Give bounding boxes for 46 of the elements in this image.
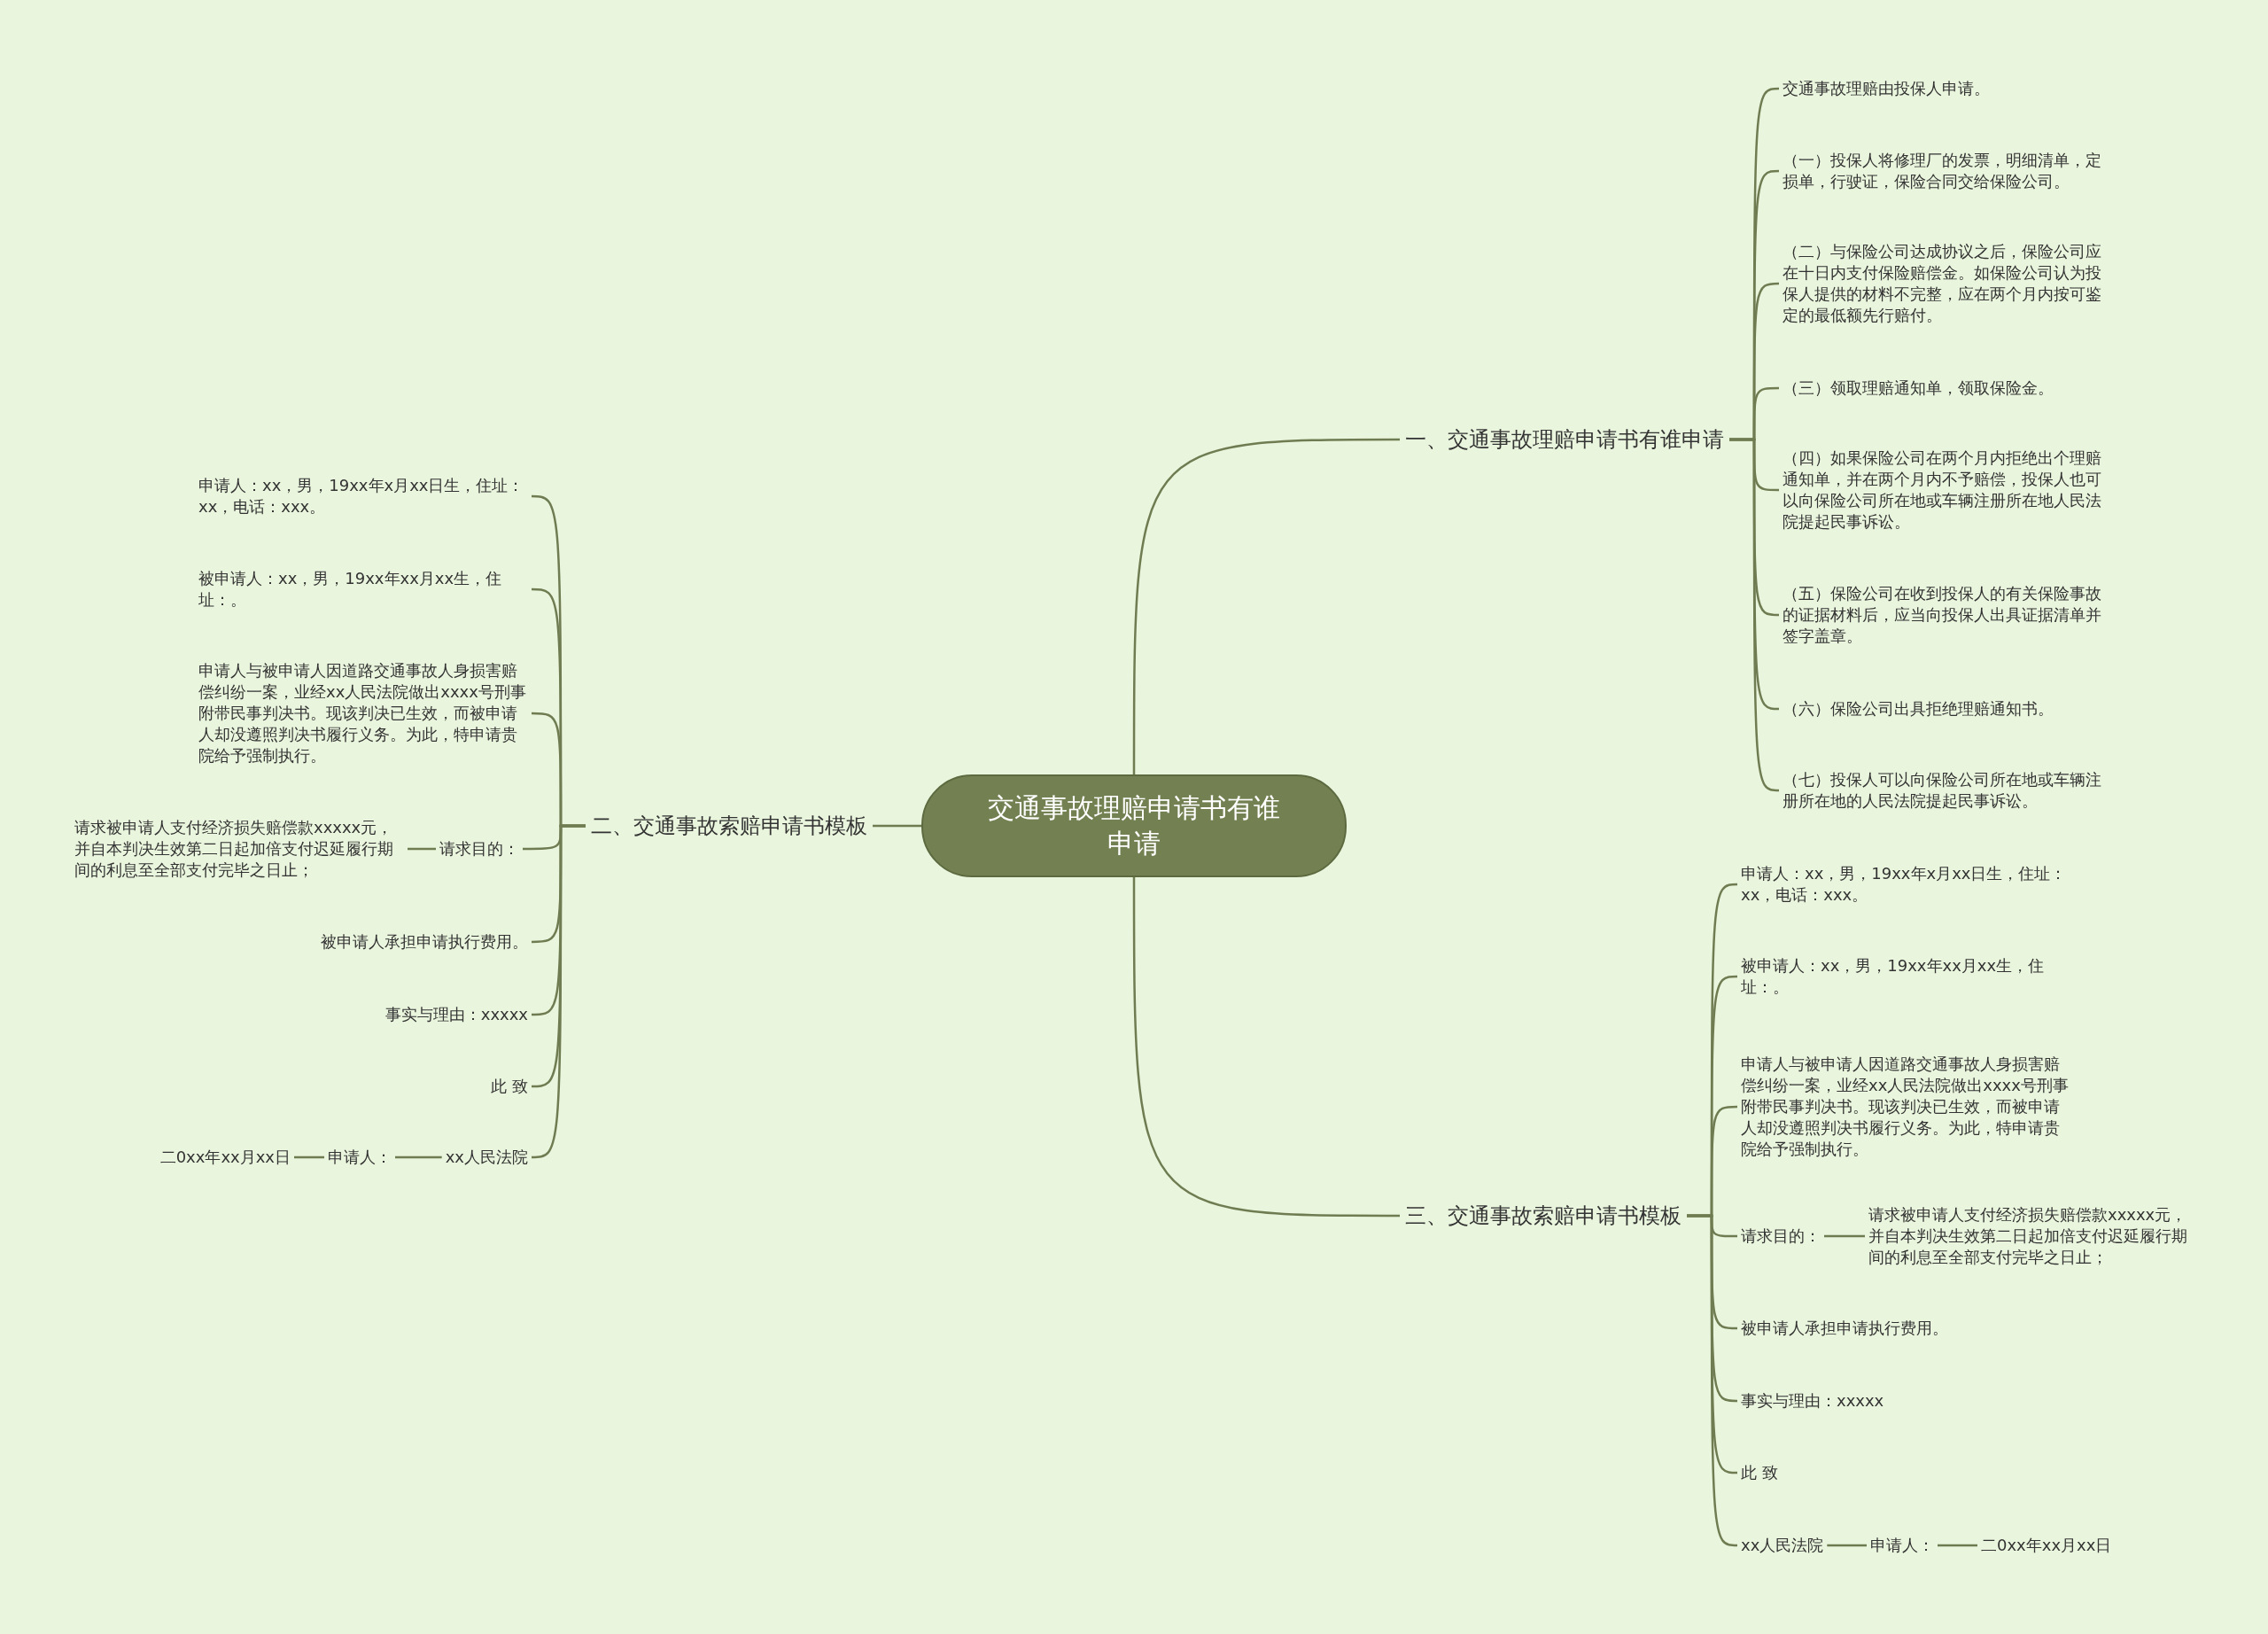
topic-text: 二0xx年xx月xx日: [156, 1145, 294, 1170]
topic-text: 此 致: [1737, 1460, 1782, 1485]
branch-topic: 一、交通事故理赔申请书有谁申请: [1400, 422, 1729, 457]
topic-text: （六）保险公司出具拒绝理赔通知书。: [1779, 696, 2057, 721]
topic-text: 申请人：: [1867, 1533, 1938, 1558]
topic-text: （二）与保险公司达成协议之后，保险公司应在十日内支付保险赔偿金。如保险公司认为投保人提供的材料不完整，应在两个月内按可鉴定的最低额先行赔付。: [1779, 239, 2116, 328]
topic-text: 事实与理由：xxxxx: [1737, 1389, 1888, 1413]
topic-text: 被申请人：xx，男，19xx年xx月xx生，住址：。: [195, 566, 532, 612]
topic-text: 事实与理由：xxxxx: [381, 1002, 532, 1027]
connector-line: [395, 1155, 442, 1159]
connector-line: [294, 1155, 324, 1159]
topic-text: （四）如果保险公司在两个月内拒绝出个理赔通知单，并在两个月内不予赔偿，投保人也可以向保险公司所在地或车辆注册所在地人民法院提起民事诉讼。: [1779, 446, 2116, 534]
topic-text: （七）投保人可以向保险公司所在地或车辆注册所在地的人民法院提起民事诉讼。: [1779, 767, 2116, 813]
topic-text: 交通事故理赔由投保人申请。: [1779, 76, 1993, 101]
connector-line: [531, 824, 586, 1159]
topic-text: xx人民法院: [441, 1145, 532, 1170]
topic-text: 被申请人承担申请执行费用。: [317, 930, 532, 954]
topic-text: （一）投保人将修理厂的发票，明细清单，定损单，行驶证，保险合同交给保险公司。: [1779, 148, 2116, 194]
topic-text: 申请人与被申请人因道路交通事故人身损害赔偿纠纷一案，业经xx人民法院做出xxxx号刑事附带民事判决书。现该判决已生效，而被申请人却没遵照判决书履行义务。为此，特申请贵院给予强制执行。: [1737, 1052, 2074, 1162]
topic-text: 请求目的：: [436, 836, 523, 861]
connector-line: [1938, 1544, 1977, 1547]
topic-text: 请求被申请人支付经济损失赔偿款xxxxx元，并自本判决生效第二日起加倍支付迟延履行期间的利息至全部支付完毕之日止；: [71, 815, 408, 883]
branch-topic: 三、交通事故索赔申请书模板: [1400, 1198, 1687, 1233]
topic-text: xx人民法院: [1737, 1533, 1828, 1558]
topic-text: （三）领取理赔通知单，领取保险金。: [1779, 376, 2057, 401]
topic-text: 二0xx年xx月xx日: [1977, 1533, 2116, 1558]
topic-text: 申请人：xx，男，19xx年x月xx日生，住址：xx，电话：xxx。: [195, 473, 532, 519]
topic-text: 被申请人承担申请执行费用。: [1737, 1316, 1952, 1341]
topic-text: 请求目的：: [1737, 1224, 1824, 1249]
connector-line: [873, 824, 921, 828]
topic-text: 申请人：: [324, 1145, 395, 1170]
connector-line: [1729, 438, 1780, 792]
topic-text: 申请人与被申请人因道路交通事故人身损害赔偿纠纷一案，业经xx人民法院做出xxxx号刑事附带民事判决书。现该判决已生效，而被申请人却没遵照判决书履行义务。为此，特申请贵院给予强制执行。: [195, 658, 532, 768]
branch-topic: 二、交通事故索赔申请书模板: [586, 808, 873, 844]
central-topic: 交通事故理赔申请书有谁申请: [921, 774, 1347, 877]
topic-text: （五）保险公司在收到投保人的有关保险事故的证据材料后，应当向投保人出具证据清单并签字盖章。: [1779, 581, 2116, 649]
topic-text: 此 致: [487, 1074, 532, 1099]
topic-text: 申请人：xx，男，19xx年x月xx日生，住址：xx，电话：xxx。: [1737, 861, 2074, 907]
connector-line: [1687, 1214, 1738, 1547]
topic-text: 请求被申请人支付经济损失赔偿款xxxxx元，并自本判决生效第二日起加倍支付迟延履行期间的利息至全部支付完毕之日止；: [1865, 1202, 2202, 1270]
connector-line: [1827, 1544, 1867, 1547]
connector-line: [1824, 1234, 1865, 1238]
topic-text: 被申请人：xx，男，19xx年xx月xx生，住址：。: [1737, 953, 2074, 1000]
connector-line: [1132, 438, 1400, 774]
connector-line: [408, 847, 436, 851]
connector-line: [1132, 877, 1400, 1218]
